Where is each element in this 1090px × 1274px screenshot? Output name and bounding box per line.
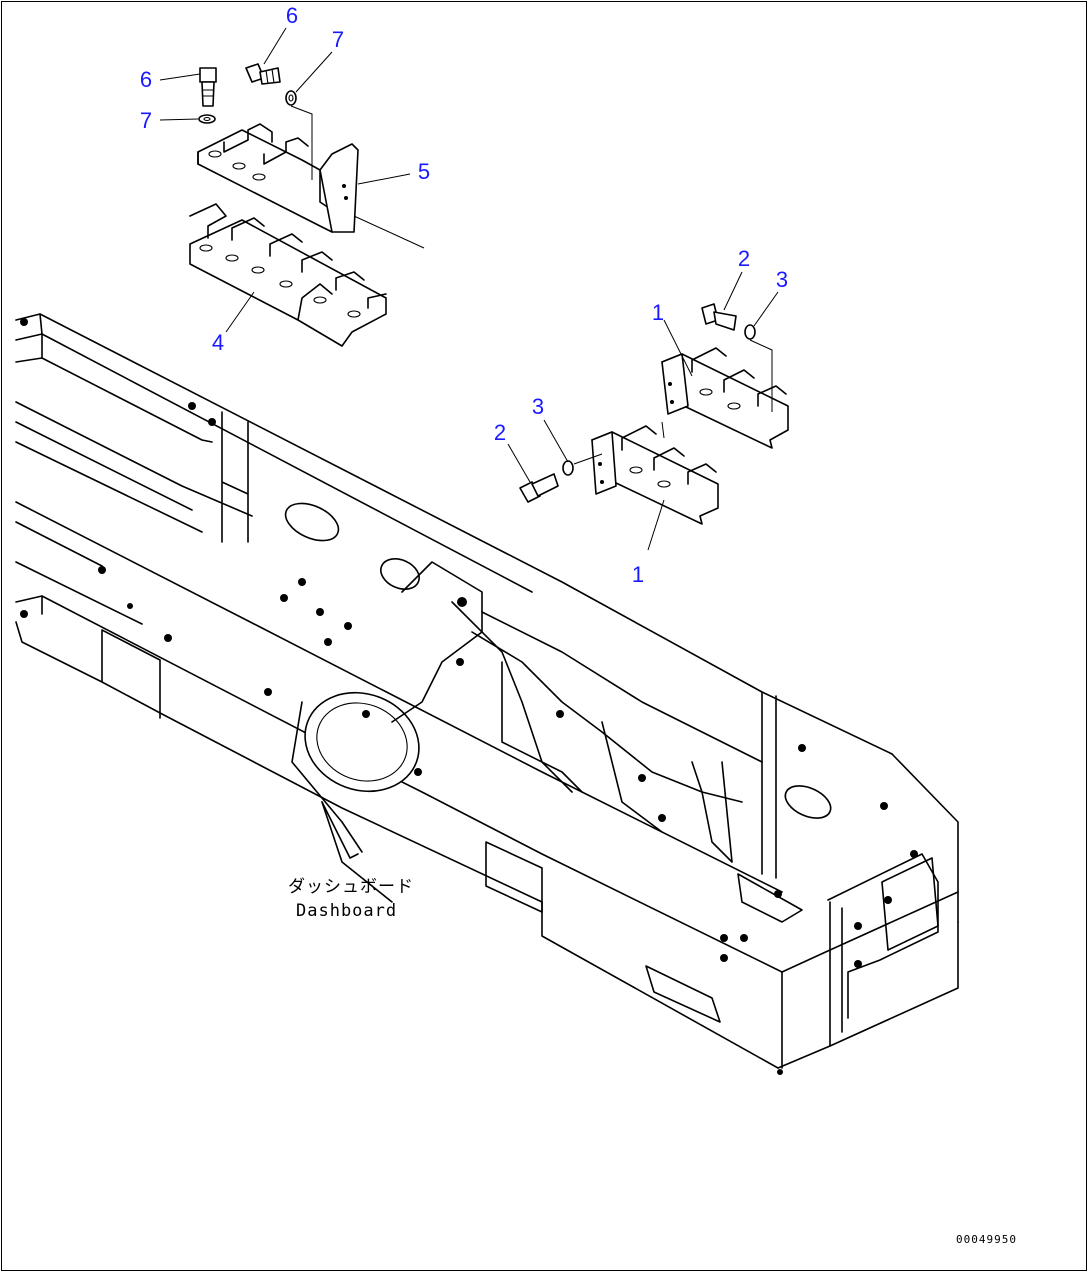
dashboard-body [15,313,959,1075]
callout-1-bottom: 1 [632,562,644,587]
bracket-1-lower [591,425,719,525]
callout-7-left: 7 [140,108,152,133]
washer-3-upper [744,324,756,340]
callout-6-top: 6 [286,3,298,28]
bracket-4 [189,203,387,347]
bracket-5 [197,123,359,233]
callout-5: 5 [418,159,430,184]
bolt-6-upper [245,63,281,85]
annotation-dashboard-japanese: ダッシュボード [288,877,414,897]
bolt-6-left [199,67,217,107]
callout-4: 4 [212,330,224,355]
drawing-code: 00049950 [956,1233,1017,1246]
callout-2-top: 2 [738,246,750,271]
callout-1-top: 1 [652,300,664,325]
washer-7-left [198,114,216,124]
washer-7-upper [285,90,297,106]
callout-leaders [159,27,779,551]
annotation-dashboard-english: Dashboard [296,901,397,921]
callout-3-mid: 3 [532,394,544,419]
callout-6-left: 6 [140,67,152,92]
bracket-1-upper [661,347,789,449]
callout-3-top: 3 [776,267,788,292]
bolt-2-upper [701,303,737,331]
callout-2-mid: 2 [494,420,506,445]
bolt-2-mid [519,473,559,503]
callout-7-top: 7 [332,27,344,52]
washer-3-mid [562,460,574,476]
